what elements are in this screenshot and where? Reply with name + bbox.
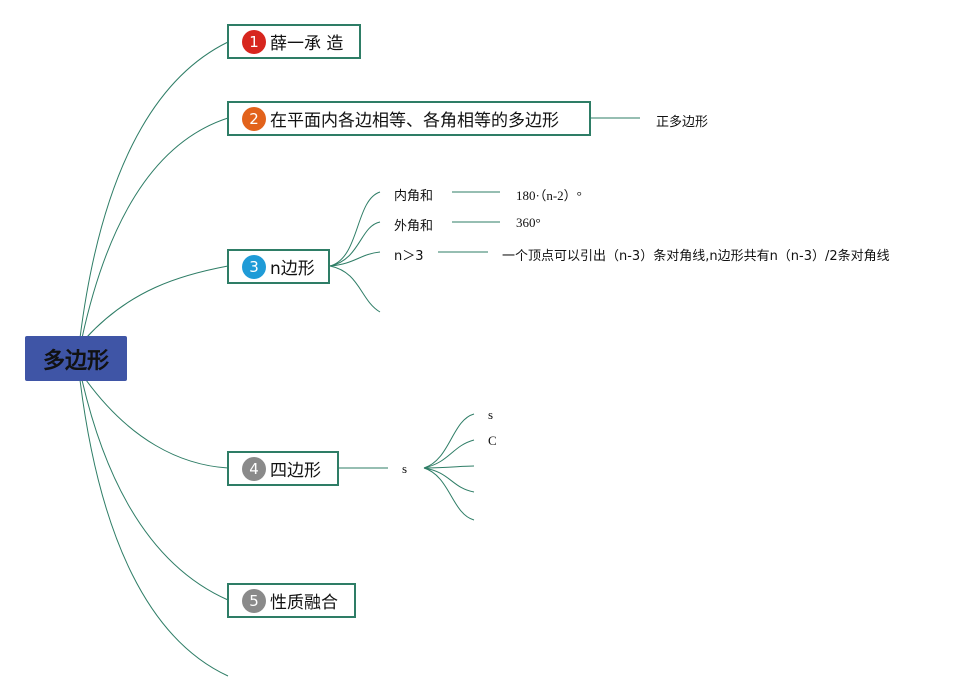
badge-3-icon: 3 — [242, 254, 266, 279]
branch-5[interactable]: 5 性质融合 — [227, 583, 356, 618]
badge-1-icon: 1 — [242, 29, 266, 54]
central-topic[interactable]: 多边形 — [25, 336, 127, 381]
branch-4-sub-2[interactable]: C — [488, 433, 497, 448]
branch-1[interactable]: 1 薛一承 造 — [227, 24, 361, 59]
exterior-angle-sum-value[interactable]: 360° — [516, 215, 541, 230]
branch-1-label: 薛一承 造 — [270, 34, 344, 54]
branch-4-label: 四边形 — [270, 461, 321, 481]
branch-3[interactable]: 3 n边形 — [227, 249, 330, 284]
branch-2-label: 在平面内各边相等、各角相等的多边形 — [270, 111, 559, 131]
branch-4-child[interactable]: s — [402, 461, 408, 476]
branch-2[interactable]: 2 在平面内各边相等、各角相等的多边形 — [227, 101, 591, 136]
central-topic-label: 多边形 — [42, 348, 109, 374]
interior-angle-sum-label[interactable]: 内角和 — [394, 189, 434, 204]
diagonals-description[interactable]: 一个顶点可以引出（n-3）条对角线,n边形共有n（n-3）/2条对角线 — [502, 249, 890, 264]
badge-4-icon: 4 — [242, 456, 266, 481]
branch-2-child[interactable]: 正多边形 — [656, 115, 709, 130]
badge-5-icon: 5 — [242, 588, 266, 613]
branch-5-label: 性质融合 — [270, 593, 338, 613]
branch-4-sub-1[interactable]: s — [488, 407, 494, 422]
n-greater-than-3-label[interactable]: n＞3 — [394, 249, 424, 264]
exterior-angle-sum-label[interactable]: 外角和 — [394, 219, 434, 234]
branch-3-label: n边形 — [270, 259, 315, 279]
branch-4[interactable]: 4 四边形 — [227, 451, 339, 486]
interior-angle-sum-value[interactable]: 180·（n-2）° — [516, 188, 582, 203]
badge-2-icon: 2 — [242, 106, 266, 131]
